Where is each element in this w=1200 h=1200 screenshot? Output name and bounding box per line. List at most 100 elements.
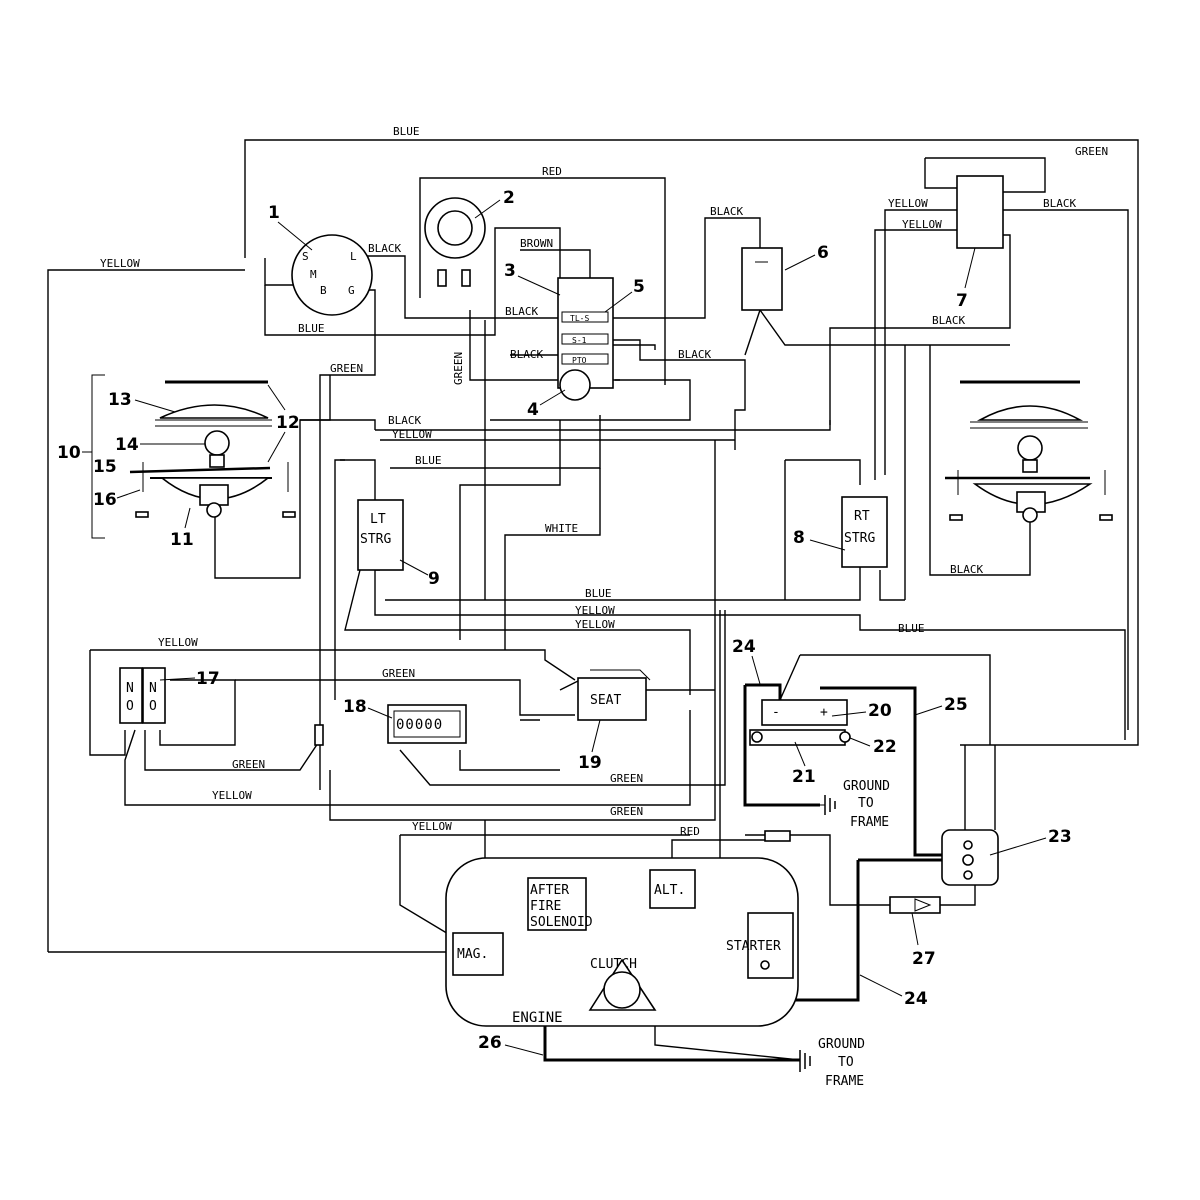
callout-18: 18 [343,697,367,717]
callout-26: 26 [478,1033,502,1053]
wire-label-blue-key: BLUE [298,322,325,335]
wire-label-black-7b: BLACK [932,314,965,327]
ground-2: GROUND TO FRAME [799,1037,865,1089]
svg-text:AFTER: AFTER [530,883,569,898]
light-switch [956,175,1004,249]
svg-text:SOLENOID: SOLENOID [530,915,593,930]
terminal-b: B [320,284,327,297]
wire-label-blue-top: BLUE [393,125,420,138]
wire-label-yellow-mid: YELLOW [392,428,432,441]
callout-27: 27 [912,949,936,969]
relay-6 [741,247,783,311]
callout-20: 20 [868,701,892,721]
left-headlight-assembly [82,374,296,539]
callout-24-bottom: 24 [904,989,928,1009]
svg-text:TO: TO [838,1055,854,1070]
seat-switch: SEAT [577,669,651,721]
wire-label-green-bottom3: GREEN [610,805,643,818]
svg-text:MAG.: MAG. [457,947,488,962]
callout-11: 11 [170,530,194,550]
callout-6: 6 [817,243,829,263]
svg-text:O: O [149,699,157,714]
wire-label-black-key: BLACK [368,242,401,255]
right-steering-switch: RT STRG [841,496,888,568]
svg-text:ENGINE: ENGINE [512,1010,563,1026]
wire-label-yellow-mag: YELLOW [412,820,452,833]
svg-text:S-1: S-1 [572,336,587,345]
svg-text:ALT.: ALT. [654,883,685,898]
callout-10: 10 [57,443,81,463]
terminal-g: G [348,284,355,297]
wire-label-green-bottom1: GREEN [232,758,265,771]
callout-19: 19 [578,753,602,773]
wire-label-black-mid: BLACK [388,414,421,427]
svg-text:TL-S: TL-S [570,314,589,323]
svg-text:STRG: STRG [844,531,875,546]
hour-meter: 00000 [387,704,467,744]
fuse-27 [764,830,941,914]
wire-label-yellow-17: YELLOW [158,636,198,649]
callout-3: 3 [504,261,516,281]
wire-label-green-bottom2: GREEN [610,772,643,785]
svg-text:CLUTCH: CLUTCH [590,957,637,972]
svg-text:00000: 00000 [396,717,443,733]
ground-1: GROUND TO FRAME [820,779,890,830]
wire-label-red-alt: RED [680,825,700,838]
wire-label-yellow-7a: YELLOW [888,197,928,210]
svg-text:+: + [820,705,828,720]
svg-text:-: - [772,705,780,720]
callout-8: 8 [793,528,805,548]
engine: ENGINE AFTER FIRE SOLENOID ALT. MAG. STA… [445,857,799,1027]
svg-text:FIRE: FIRE [530,899,561,914]
callout-1: 1 [268,203,280,223]
callout-14: 14 [115,435,139,455]
wire-label-green-17: GREEN [382,667,415,680]
wire-label-black-sw3: BLACK [678,348,711,361]
wire-label-black-sw2: BLACK [510,348,543,361]
svg-text:SEAT: SEAT [590,693,621,708]
callout-13: 13 [108,390,132,410]
wire-label-green-top-right: GREEN [1075,145,1108,158]
svg-text:O: O [126,699,134,714]
callout-17: 17 [196,669,220,689]
wire-label-yellow-bus2: YELLOW [575,618,615,631]
wire-label-yellow-bottom: YELLOW [212,789,252,802]
wire-label-green-key: GREEN [330,362,363,375]
interlock-switch-block: TL-S S-1 PTO [557,277,614,401]
svg-text:N: N [149,681,157,696]
callout-24-top: 24 [732,637,756,657]
battery: - + [749,699,851,746]
callout-9: 9 [428,569,440,589]
callout-21: 21 [792,767,816,787]
wire-label-black-rt: BLACK [950,563,983,576]
callout-23: 23 [1048,827,1072,847]
wire-label-blue-bus: BLUE [585,587,612,600]
svg-text:FRAME: FRAME [825,1074,864,1089]
svg-text:TO: TO [858,796,874,811]
terminal-m: M [310,268,317,281]
left-steering-switch: LT STRG [357,499,404,571]
callout-2: 2 [503,188,515,208]
terminal-l: L [350,250,357,263]
svg-text:STARTER: STARTER [726,939,781,954]
wire-label-black-6: BLACK [710,205,743,218]
wire-label-black-sw1: BLACK [505,305,538,318]
svg-text:N: N [126,681,134,696]
starter-solenoid [941,829,999,886]
callout-12: 12 [276,413,300,433]
callout-22: 22 [873,737,897,757]
wire-label-blue-lt: BLUE [415,454,442,467]
dash-light [424,197,486,287]
ignition-key-switch: S M B L G [291,234,373,316]
callout-4: 4 [527,400,539,420]
callout-15: 15 [93,457,117,477]
wire-label-yellow-left: YELLOW [100,257,140,270]
svg-text:LT: LT [370,512,386,527]
svg-text:FRAME: FRAME [850,815,889,830]
callout-25: 25 [944,695,968,715]
callouts: 1 2 3 4 5 6 7 8 9 10 11 12 13 14 15 16 1… [57,188,1072,1056]
svg-text:PTO: PTO [572,356,587,365]
right-headlight-assembly [945,380,1113,523]
wire-label-green-vertical: GREEN [452,352,465,385]
wire-label-red-top: RED [542,165,562,178]
